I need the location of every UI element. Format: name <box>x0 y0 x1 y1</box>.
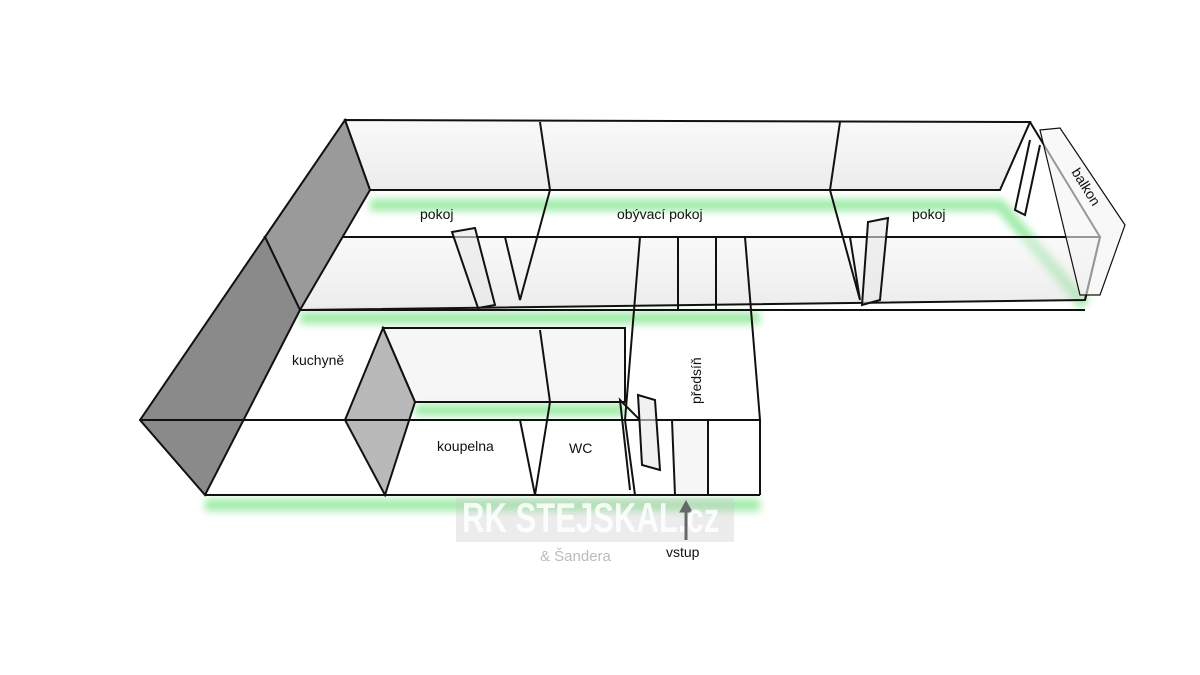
left-wall-lower <box>138 235 302 497</box>
watermark-title: RK STEJSKAL.cz <box>462 494 720 541</box>
room-label-kuchyne: kuchyně <box>292 352 345 368</box>
watermark-subtitle: & Šandera <box>540 548 611 565</box>
room-label-wc: WC <box>569 440 593 456</box>
room-label-predsin: předsíň <box>688 357 704 404</box>
room-label-koupelna: koupelna <box>437 438 494 454</box>
wall-lines <box>140 121 1126 496</box>
entrance-arrow-icon <box>679 499 693 540</box>
room-label-obyvaci-pokoj: obývací pokoj <box>617 206 703 222</box>
bath-wall <box>381 327 626 403</box>
watermark-background <box>456 498 734 542</box>
entrance-label-vstup: vstup <box>666 544 700 560</box>
room-label-pokoj-right: pokoj <box>912 206 946 222</box>
room-label-pokoj-left: pokoj <box>420 206 454 222</box>
